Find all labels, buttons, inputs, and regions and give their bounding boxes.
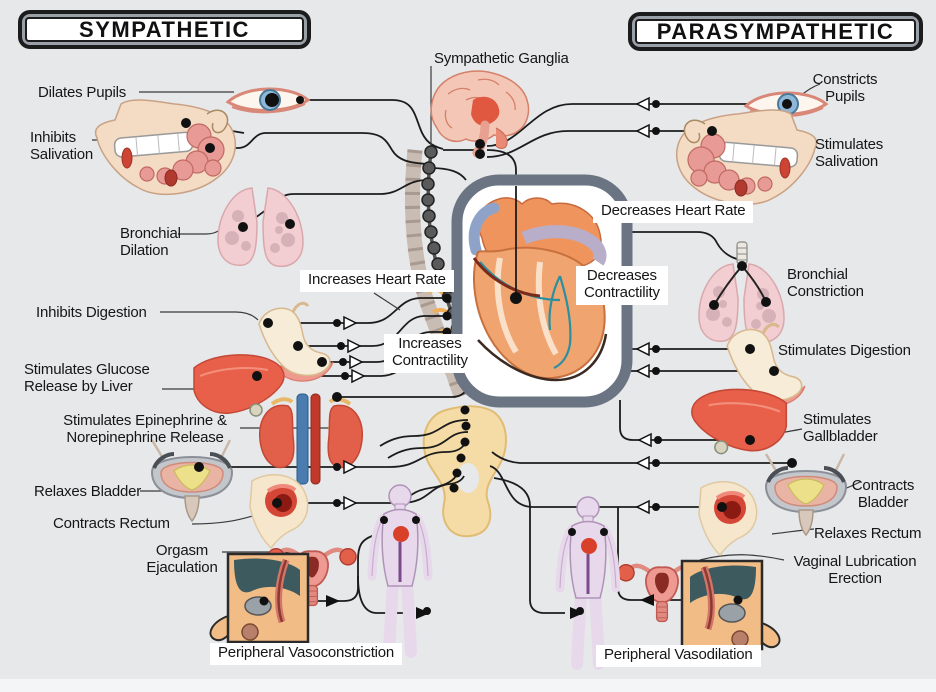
eye-right <box>744 91 828 118</box>
lungs-right <box>698 241 785 344</box>
label-inhibits-digestion: Inhibits Digestion <box>36 304 147 321</box>
label-sympathetic-ganglia: Sympathetic Ganglia <box>434 50 569 67</box>
organ-nodes <box>181 96 797 615</box>
bladder-right <box>764 452 848 537</box>
liver-left <box>193 353 285 417</box>
bladder-left <box>150 438 234 523</box>
label-stimulates-glucose: Stimulates Glucose Release by Liver <box>24 361 150 395</box>
label-peripheral-vasodilation: Peripheral Vasodilation <box>596 645 761 667</box>
label-contracts-bladder: Contracts Bladder <box>851 477 915 511</box>
label-relaxes-rectum: Relaxes Rectum <box>814 525 922 542</box>
liver-gallbladder-right <box>690 388 788 455</box>
label-stimulates-gallbladder: Stimulates Gallbladder <box>803 411 878 445</box>
reproductive-organs-left <box>210 549 356 642</box>
heart <box>468 197 608 382</box>
label-bronchial-dilation: Bronchial Dilation <box>120 225 181 259</box>
rectum-left <box>248 472 310 550</box>
sympathetic-header: SYMPATHETIC <box>18 10 311 49</box>
eye-left <box>226 87 310 114</box>
heart-panel <box>451 174 633 408</box>
reproductive-organs-right <box>618 561 780 649</box>
mouth-salivary-right <box>675 109 818 206</box>
label-increases-contractility: Increases Contractility <box>384 334 476 373</box>
label-orgasm-ejaculation: Orgasm Ejaculation <box>146 542 218 576</box>
bottom-margin <box>0 679 936 692</box>
label-peripheral-vasoconstriction: Peripheral Vasoconstriction <box>210 643 403 665</box>
label-dilates-pupils: Dilates Pupils <box>38 84 127 101</box>
sympathetic-header-label: SYMPATHETIC <box>25 17 304 42</box>
parasympathetic-header-label: PARASYMPATHETIC <box>635 19 916 44</box>
parasympathetic-header: PARASYMPATHETIC <box>628 12 923 51</box>
label-contracts-rectum: Contracts Rectum <box>53 515 170 532</box>
label-bronchial-constriction: Bronchial Constriction <box>787 266 864 300</box>
label-decreases-contractility: Decreases Contractility <box>576 266 668 305</box>
body-figure-left <box>372 485 428 652</box>
label-decreases-heart-rate: Decreases Heart Rate <box>593 201 754 223</box>
label-stimulates-epinephrine: Stimulates Epinephrine & Norepinephrine … <box>63 412 227 446</box>
label-relaxes-bladder: Relaxes Bladder <box>34 483 142 500</box>
label-inhibits-salivation: Inhibits Salivation <box>30 129 94 163</box>
body-figure-right <box>560 497 616 664</box>
label-vaginal-lubrication-erection: Vaginal Lubrication Erection <box>793 553 917 587</box>
label-stimulates-salivation: Stimulates Salivation <box>815 136 884 170</box>
label-constricts-pupils: Constricts Pupils <box>812 71 878 105</box>
label-stimulates-digestion: Stimulates Digestion <box>778 342 911 359</box>
label-increases-heart-rate: Increases Heart Rate <box>300 270 454 292</box>
rectum-right <box>697 479 759 557</box>
